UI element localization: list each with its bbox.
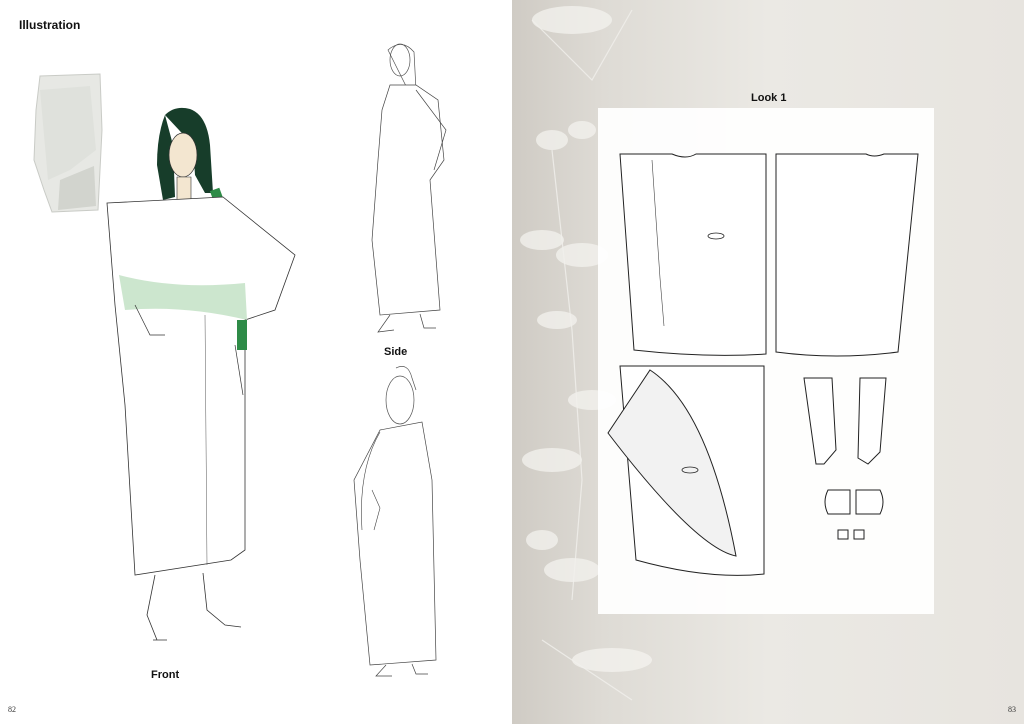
pattern-piece-back xyxy=(775,153,919,357)
page-heading-illustration: Illustration xyxy=(19,18,81,32)
pattern-piece-tab-right xyxy=(853,529,865,540)
pattern-piece-pocket-left xyxy=(824,489,851,515)
pattern-piece-tab-left xyxy=(837,529,849,540)
pattern-piece-sleeve-left xyxy=(803,377,837,465)
front-view-illustration xyxy=(106,107,296,641)
back-view-illustration xyxy=(353,366,437,677)
page-number-right: 83 xyxy=(1008,705,1016,714)
look-title: Look 1 xyxy=(751,92,787,104)
fabric-swatch xyxy=(33,73,103,213)
pattern-piece-front xyxy=(619,153,767,356)
side-view-illustration xyxy=(371,43,447,333)
pattern-pieces xyxy=(607,153,919,576)
left-page: Illustration xyxy=(8,18,447,714)
caption-side: Side xyxy=(384,346,408,358)
pattern-piece-sleeve-right xyxy=(857,377,887,465)
caption-front: Front xyxy=(151,669,180,681)
pattern-piece-pocket-right xyxy=(855,489,884,515)
page-number-left: 82 xyxy=(8,705,16,714)
